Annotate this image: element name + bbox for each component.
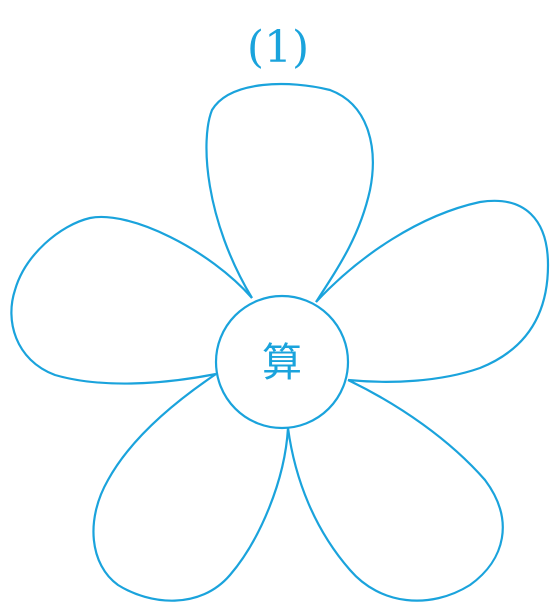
petal-top: [206, 84, 372, 302]
diagram-title: (1): [247, 22, 309, 73]
petal-upper-right: [316, 201, 548, 382]
center-label: 算: [262, 340, 302, 386]
